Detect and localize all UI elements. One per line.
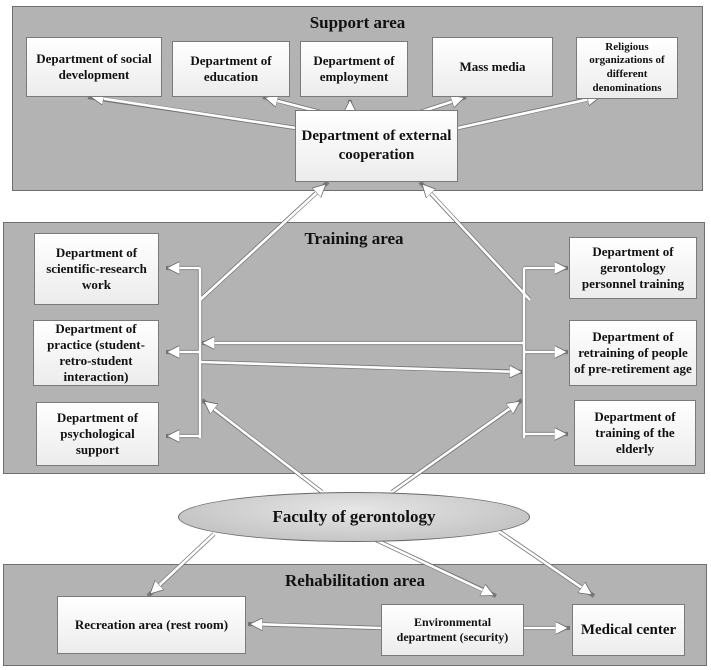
department-training-elderly: Department of training of the elderly [574,400,696,466]
support-area-title: Support area [309,13,406,32]
arrow-fills [92,97,599,628]
training-area-title: Training area [304,229,404,248]
department-social-development: Department of social development [26,37,162,97]
department-education: Department of education [172,41,290,97]
department-scientific-research: Department of scientific-research work [34,233,159,305]
faculty-of-gerontology: Faculty of gerontology [178,492,530,542]
department-external-cooperation: Department of external cooperation [295,110,458,182]
rehabilitation-area-title: Rehabilitation area [285,571,425,590]
department-practice: Department of practice (student-retro-st… [33,320,159,386]
department-psychological-support: Department of psychological support [36,402,159,466]
department-retraining: Department of retraining of people of pr… [569,320,697,386]
religious-organizations: Religious organizations of different den… [576,37,678,99]
department-employment: Department of employment [300,41,408,97]
department-gerontology-personnel-training: Department of gerontology personnel trai… [569,237,697,299]
environmental-department: Environmental department (security) [381,604,524,656]
recreation-area: Recreation area (rest room) [57,596,246,654]
medical-center: Medical center [572,604,685,656]
mass-media: Mass media [432,37,553,97]
